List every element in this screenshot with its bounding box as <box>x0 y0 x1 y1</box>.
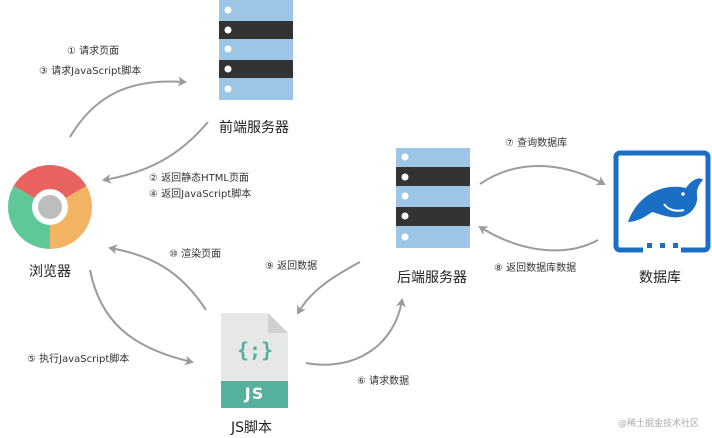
arrow-return-db-data <box>478 225 599 252</box>
edge-label-1: ① 请求页面 <box>67 46 120 57</box>
frontend-server-label: 前端服务器 <box>219 120 289 136</box>
js-script-label: JS脚本 <box>231 420 273 436</box>
frontend-server-icon <box>219 0 293 100</box>
database-icon <box>613 150 711 254</box>
arrow-execute-js <box>89 269 194 366</box>
backend-server-label: 后端服务器 <box>397 270 467 286</box>
arrow-query-db <box>479 165 606 186</box>
edge-label-4: ④ 返回JavaScript脚本 <box>149 189 252 200</box>
arrow-request-data <box>305 298 406 366</box>
edge-label-10: ⑩ 渲染页面 <box>169 249 222 260</box>
arrow-return-html <box>102 121 209 184</box>
edge-label-2: ② 返回静态HTML页面 <box>149 173 249 184</box>
js-code-glyph: {;} <box>236 338 274 362</box>
js-file-icon <box>221 313 288 408</box>
browser-label: 浏览器 <box>29 264 71 280</box>
database-label: 数据库 <box>639 270 681 286</box>
edge-label-9: ⑨ 返回数据 <box>265 261 318 272</box>
arrow-render-page <box>108 244 207 311</box>
edge-label-8: ⑧ 返回数据库数据 <box>494 263 577 274</box>
arrow-request-page <box>69 76 187 138</box>
edge-label-3: ③ 请求JavaScript脚本 <box>39 66 142 77</box>
browser-icon <box>7 164 93 249</box>
edge-label-6: ⑥ 请求数据 <box>357 376 410 387</box>
js-badge-text: JS <box>244 384 265 403</box>
watermark: @稀土掘金技术社区 <box>618 419 700 429</box>
backend-server-icon <box>396 148 470 248</box>
edge-label-7: ⑦ 查询数据库 <box>505 138 568 149</box>
edge-label-5: ⑤ 执行JavaScript脚本 <box>27 354 130 365</box>
arrow-return-data <box>297 261 361 315</box>
